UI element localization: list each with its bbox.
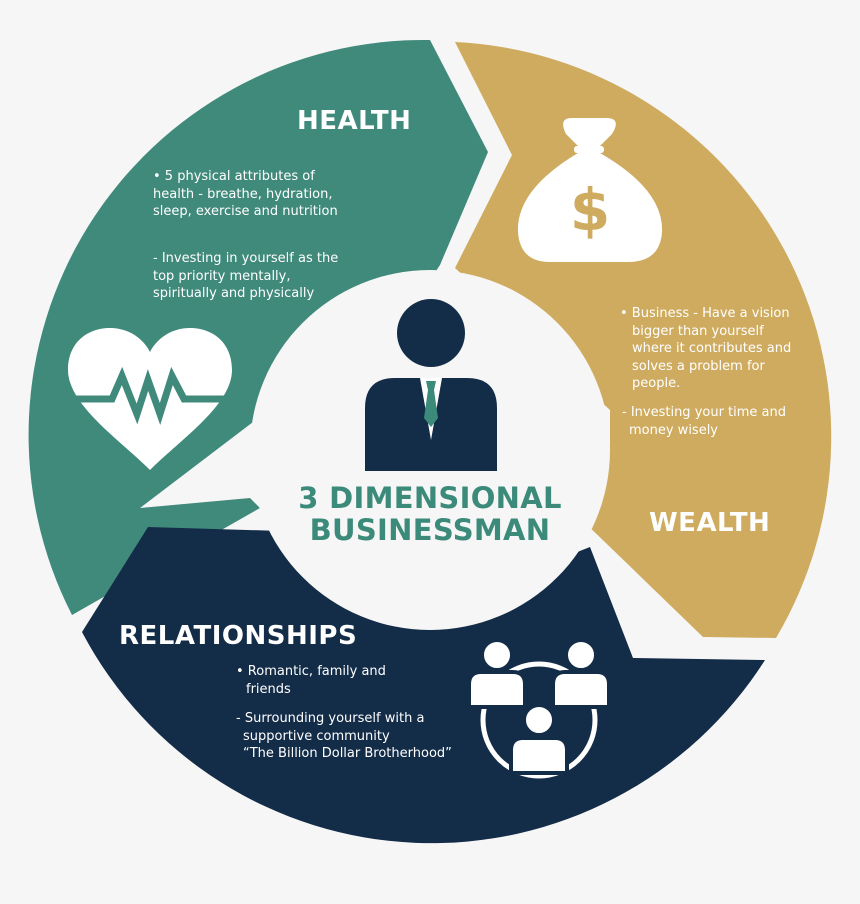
wealth-title: WEALTH — [649, 508, 771, 538]
relationships-segment — [82, 527, 765, 844]
businessman-icon — [365, 299, 497, 471]
center-title: 3 DIMENSIONAL BUSINESSMAN — [250, 482, 610, 546]
money-bag-icon: $ — [517, 118, 663, 262]
heartbeat-icon — [66, 328, 234, 470]
wealth-bullet-1: • Business - Have a vision bigger than y… — [620, 306, 792, 391]
svg-text:$: $ — [570, 176, 610, 244]
relationships-bullet-1: • Romantic, family and friends — [236, 664, 386, 697]
health-bullet-2: - Investing in yourself as the top prior… — [153, 251, 339, 301]
community-icon — [467, 638, 611, 779]
wealth-bullet-2: - Investing your time and money wisely — [622, 405, 787, 438]
health-bullet-1: • 5 physical attributes of health - brea… — [153, 169, 338, 219]
health-title: HEALTH — [297, 106, 412, 136]
relationships-title: RELATIONSHIPS — [119, 621, 358, 651]
center-title-line2: BUSINESSMAN — [309, 513, 551, 547]
relationships-bullet-2: - Surrounding yourself with a supportive… — [236, 711, 452, 761]
center-title-line1: 3 DIMENSIONAL — [298, 481, 562, 515]
health-segment — [28, 39, 489, 615]
